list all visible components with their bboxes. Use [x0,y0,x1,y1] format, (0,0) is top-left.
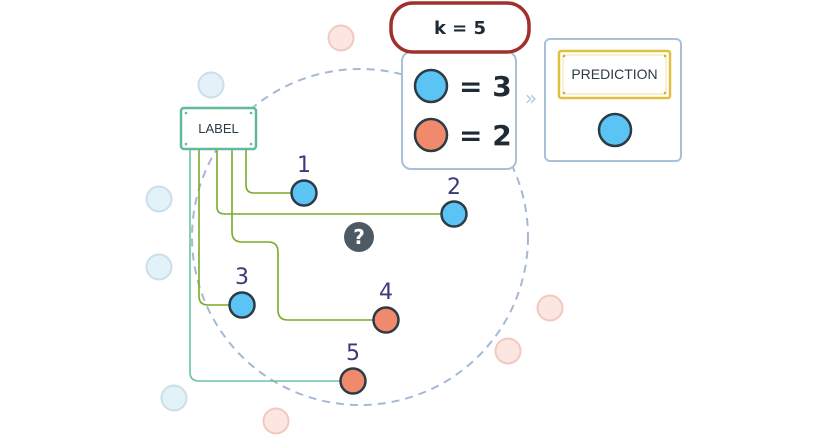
faded-orange-point [494,337,522,365]
faded-blue-point [145,253,173,281]
neighbor-number-4: 4 [379,280,393,305]
neighbor-number-2: 2 [447,175,461,200]
connector-lines [189,150,441,382]
neighbor-point-2 [440,200,468,228]
neighbor-point-3 [228,291,256,319]
chevron-right-icon: » [525,86,537,110]
neighbor-number-3: 3 [235,265,249,290]
label-box: LABEL [179,106,258,151]
neighborhood-circle [191,68,529,406]
neighbor-point-5 [339,367,367,395]
orange-count: = 2 [459,119,512,152]
connector-line-5 [189,150,340,382]
blue-class-swatch [413,68,449,104]
faded-blue-point [145,185,173,213]
faded-blue-point [197,71,225,99]
neighbor-points: 1 2 3 4 5 [228,153,468,395]
neighbor-number-5: 5 [346,341,360,366]
connector-line-1 [245,150,291,194]
count-panel: = 3 = 2 [401,51,517,170]
connector-line-4 [231,150,373,321]
label-box-text: LABEL [198,121,238,136]
prediction-panel: PREDICTION [544,38,682,162]
background-points [145,24,564,435]
k-label: k = 5 [434,18,486,39]
neighbor-number-1: 1 [297,153,311,178]
orange-class-swatch [413,117,449,153]
faded-orange-point [327,24,355,52]
connector-line-2 [216,150,441,215]
faded-orange-point [262,407,290,435]
neighbor-point-1 [290,179,318,207]
neighbor-point-4 [372,306,400,334]
connector-line-3 [198,150,229,306]
faded-orange-point [536,294,564,322]
k-header: k = 5 [389,1,531,54]
faded-blue-point [160,384,188,412]
blue-count: = 3 [459,70,512,103]
query-point-symbol: ? [353,225,365,249]
prediction-result-point [597,112,633,148]
query-point: ? [344,222,374,252]
prediction-title: PREDICTION [571,66,657,82]
